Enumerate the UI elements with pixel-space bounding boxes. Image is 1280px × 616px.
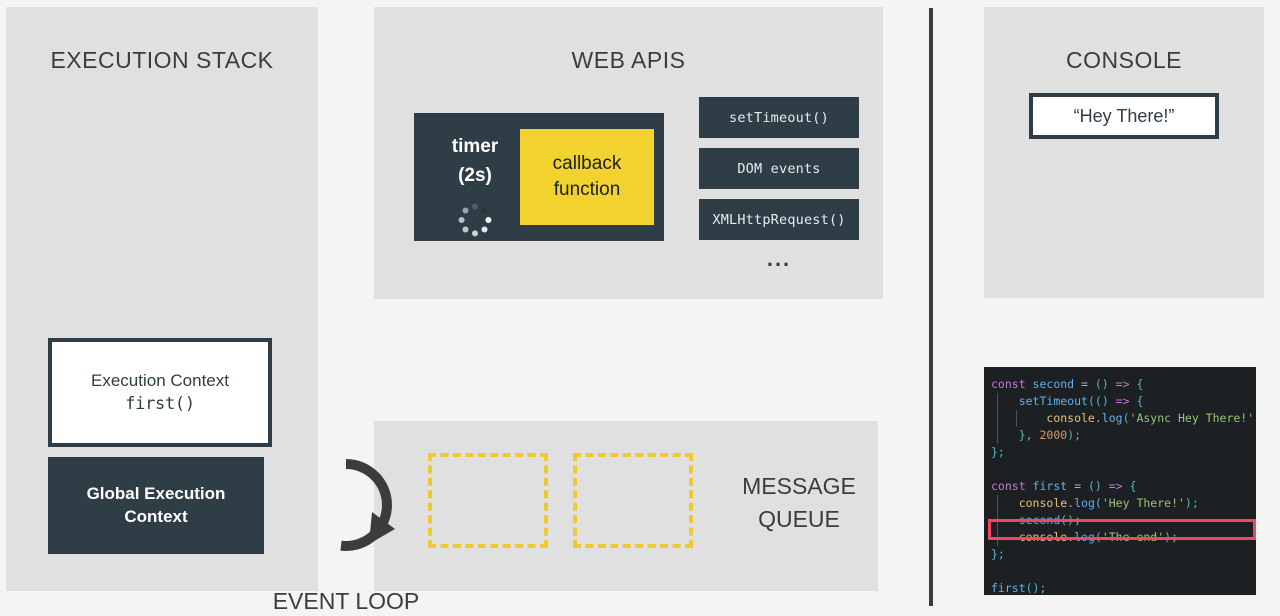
code-token: log: [1074, 496, 1095, 510]
code-token: first: [991, 581, 1026, 595]
callback-line1: callback: [552, 153, 622, 175]
web-api-chip-xmlhttprequest: XMLHttpRequest(): [699, 199, 859, 240]
code-token: 'Async Hey There!': [1129, 411, 1255, 425]
code-line: };: [984, 546, 1256, 563]
code-token: };: [991, 445, 1005, 459]
global-context-label-line2: Context: [124, 506, 188, 526]
global-context-label-line1: Global Execution: [86, 484, 226, 504]
execution-context-label: Execution Context: [91, 371, 229, 391]
code-editor: const second = () => { setTimeout(() => …: [984, 367, 1256, 595]
code-token: [991, 428, 1019, 442]
code-line: };: [984, 444, 1256, 461]
code-token: {: [1136, 377, 1144, 391]
timer-label-group: timer (2s): [432, 132, 518, 191]
code-token: second: [1032, 377, 1082, 391]
vertical-divider: [929, 8, 933, 606]
code-token: [991, 496, 1019, 510]
code-token: =>: [1115, 394, 1137, 408]
indent-guide: [1016, 410, 1017, 427]
code-token: =: [1081, 377, 1095, 391]
event-loop-label: EVENT LOOP: [272, 588, 420, 614]
code-token: console: [1018, 496, 1068, 510]
code-token: =>: [1115, 377, 1137, 391]
code-token: (): [1087, 479, 1109, 493]
code-token: const: [991, 377, 1033, 391]
execution-context-function: first(): [125, 393, 195, 414]
console-message: “Hey There!”: [1029, 93, 1219, 139]
code-line: [984, 461, 1256, 478]
code-token: );: [1067, 428, 1082, 442]
code-token: };: [991, 547, 1005, 561]
code-token: setTimeout: [1018, 394, 1088, 408]
code-line: first();: [984, 580, 1256, 595]
code-token: first: [1032, 479, 1075, 493]
console-panel: CONSOLE: [984, 7, 1264, 298]
code-token: );: [1254, 411, 1256, 425]
web-api-chip-settimeout: setTimeout(): [699, 97, 859, 138]
indent-guide: [997, 495, 998, 512]
code-token: (: [1087, 394, 1095, 408]
code-token: ();: [1025, 581, 1047, 595]
web-api-chip-dom-events: DOM events: [699, 148, 859, 189]
code-line: }, 2000);: [984, 427, 1256, 444]
code-highlight-box: [988, 519, 1256, 540]
timer-label: timer: [451, 136, 499, 157]
code-token: (: [1122, 411, 1130, 425]
message-queue-slot: [573, 453, 693, 548]
code-token: const: [991, 479, 1033, 493]
web-api-ellipsis: ...: [766, 246, 792, 271]
code-token: console: [1046, 411, 1095, 425]
code-line: const first = () => {: [984, 478, 1256, 495]
loading-spinner-icon: [458, 203, 492, 237]
code-token: 2000: [1039, 428, 1068, 442]
message-queue-label-line2: QUEUE: [758, 506, 840, 533]
code-line: [984, 563, 1256, 580]
code-token: {: [1129, 479, 1137, 493]
callback-function-box: callback function: [520, 129, 654, 225]
code-token: },: [1018, 428, 1040, 442]
message-queue-label: MESSAGE QUEUE: [724, 470, 874, 537]
message-queue-slot: [428, 453, 548, 548]
indent-guide: [997, 393, 998, 410]
code-line: const second = () => {: [984, 376, 1256, 393]
web-apis-title: WEB APIS: [571, 47, 686, 73]
code-token: .: [1094, 411, 1102, 425]
execution-context-first-box: Execution Context first(): [48, 338, 272, 447]
code-token: 'Hey There!': [1101, 496, 1185, 510]
code-line: setTimeout(() => {: [984, 393, 1256, 410]
timer-box: timer (2s) callback function: [414, 113, 664, 241]
timer-duration: (2s): [458, 165, 492, 187]
message-queue-label-line1: MESSAGE: [742, 473, 856, 499]
code-token: [991, 411, 1046, 425]
code-token: {: [1136, 394, 1144, 408]
code-token: =: [1074, 479, 1088, 493]
indent-guide: [997, 427, 998, 444]
code-token: [991, 394, 1019, 408]
code-token: (): [1094, 394, 1116, 408]
code-token: (): [1094, 377, 1116, 391]
code-token: );: [1184, 496, 1199, 510]
code-token: log: [1101, 411, 1123, 425]
code-token: .: [1067, 496, 1075, 510]
code-line: console.log('Hey There!');: [984, 495, 1256, 512]
circular-arrow-icon: [340, 459, 395, 551]
message-queue-panel: [374, 421, 878, 591]
callback-line2: function: [553, 179, 621, 200]
execution-stack-title: EXECUTION STACK: [50, 47, 274, 73]
console-title: CONSOLE: [1066, 47, 1182, 73]
code-token: (: [1094, 496, 1102, 510]
global-execution-context-box: Global Execution Context: [48, 457, 264, 554]
code-line: console.log('Async Hey There!');: [984, 410, 1256, 427]
indent-guide: [997, 410, 998, 427]
code-token: =>: [1108, 479, 1130, 493]
